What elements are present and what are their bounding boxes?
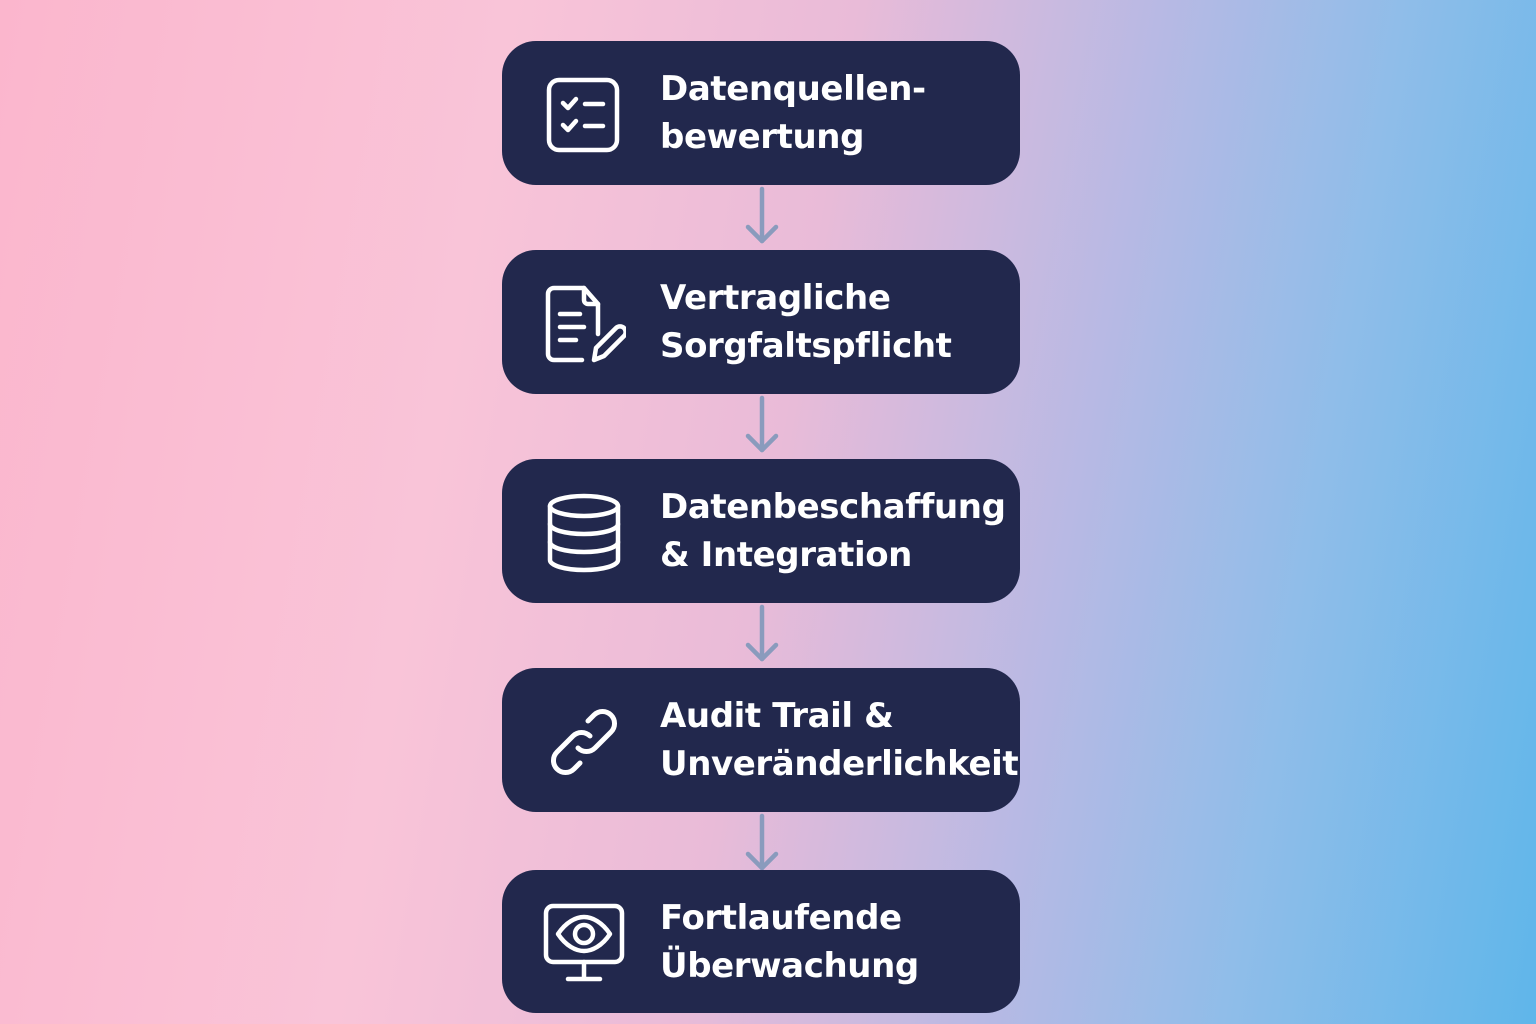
- arrow-down-icon: [742, 185, 782, 249]
- step-label-line2: & Integration: [660, 535, 912, 575]
- checklist-icon: [542, 73, 626, 157]
- step-data-source-assessment: Datenquellen- bewertung: [502, 41, 1020, 185]
- step-label: Vertragliche Sorgfaltspflicht: [660, 250, 1008, 394]
- database-icon: [542, 491, 626, 575]
- step-label-line1: Fortlaufende: [660, 897, 902, 938]
- step-label-line1: Audit Trail &: [660, 696, 894, 736]
- step-label: Datenbeschaffung & Integration: [660, 459, 1008, 603]
- step-label-line2: Überwachung: [660, 945, 919, 986]
- step-contractual-due-diligence: Vertragliche Sorgfaltspflicht: [502, 250, 1020, 394]
- step-label-line2: Unveränderlichkeit: [660, 744, 1019, 784]
- step-label-line2: Sorgfaltspflicht: [660, 326, 952, 366]
- link-icon: [542, 700, 626, 784]
- step-continuous-monitoring: Fortlaufende Überwachung: [502, 870, 1020, 1013]
- step-data-acquisition-integration: Datenbeschaffung & Integration: [502, 459, 1020, 603]
- step-label: Datenquellen- bewertung: [660, 41, 1008, 185]
- arrow-down-icon: [742, 812, 782, 876]
- arrow-down-icon: [742, 394, 782, 458]
- step-label: Fortlaufende Überwachung: [660, 870, 1008, 1013]
- monitor-eye-icon: [542, 902, 626, 986]
- step-label-line1: Datenquellen-: [660, 69, 926, 109]
- step-audit-trail-immutability: Audit Trail & Unveränderlichkeit: [502, 668, 1020, 812]
- step-label: Audit Trail & Unveränderlichkeit: [660, 668, 1019, 812]
- step-label-line1: Datenbeschaffung: [660, 487, 1006, 527]
- arrow-down-icon: [742, 603, 782, 667]
- step-label-line1: Vertragliche: [660, 278, 891, 318]
- step-label-line2: bewertung: [660, 117, 865, 157]
- document-edit-icon: [542, 282, 626, 366]
